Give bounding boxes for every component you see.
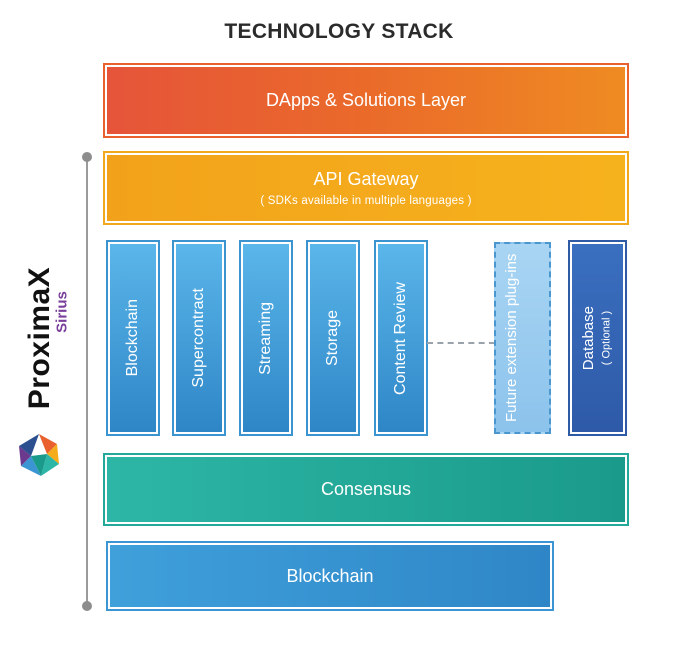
dashed-connector bbox=[427, 342, 495, 344]
module-db-text: Database ( Optional ) bbox=[580, 306, 615, 370]
dapps-solutions-layer: DApps & Solutions Layer bbox=[103, 63, 629, 138]
module-supercontract: Supercontract bbox=[174, 242, 224, 434]
module-label: Blockchain bbox=[123, 299, 141, 377]
module-blockchain: Blockchain bbox=[108, 242, 158, 434]
bracket-dot-top bbox=[82, 152, 92, 162]
diagram-title: TECHNOLOGY STACK bbox=[224, 20, 454, 43]
dapps-layer-label: DApps & Solutions Layer bbox=[265, 90, 467, 110]
consensus-label: Consensus bbox=[320, 479, 412, 499]
module-label: Storage bbox=[323, 309, 341, 367]
module-database: Database ( Optional ) bbox=[570, 242, 625, 434]
module-future-extension: Future extension plug-ins bbox=[494, 242, 551, 434]
module-note: ( Optional ) bbox=[600, 310, 613, 366]
logo-product-name: Sirius bbox=[53, 291, 71, 333]
module-content-review: Content Review bbox=[376, 242, 426, 434]
consensus-layer: Consensus bbox=[105, 455, 627, 524]
proximax-logo-icon bbox=[19, 434, 59, 476]
module-label: Future extension plug-ins bbox=[502, 253, 520, 423]
blockchain-layer-label: Blockchain bbox=[286, 565, 374, 586]
blockchain-layer: Blockchain bbox=[108, 543, 552, 609]
bracket-dot-bottom bbox=[82, 601, 92, 611]
module-label: Supercontract bbox=[189, 288, 207, 388]
api-gateway-layer: API Gateway ( SDKs available in multiple… bbox=[105, 153, 627, 223]
module-storage: Storage bbox=[308, 242, 358, 434]
api-gateway-sublabel: ( SDKs available in multiple languages ) bbox=[260, 195, 472, 207]
logo-wordmark: ProximaX bbox=[23, 266, 56, 410]
module-label: Content Review bbox=[391, 281, 409, 395]
module-label: Database bbox=[580, 305, 598, 371]
module-label: Streaming bbox=[256, 301, 274, 375]
module-streaming: Streaming bbox=[241, 242, 291, 434]
api-gateway-label: API Gateway bbox=[313, 169, 419, 189]
stack-bracket-line bbox=[86, 157, 88, 606]
